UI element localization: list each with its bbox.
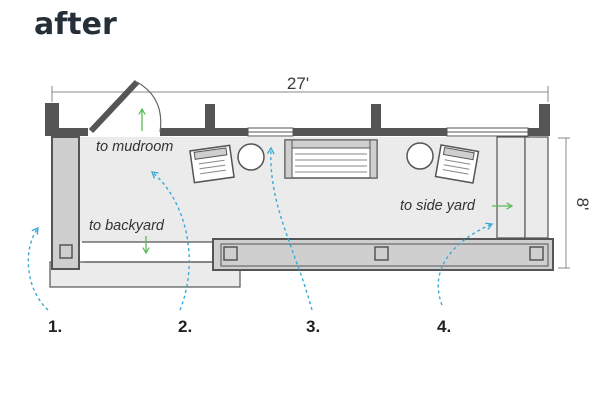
right-armchair <box>434 144 480 184</box>
callout-arrow-2 <box>150 171 190 311</box>
window-right <box>446 127 529 137</box>
side-table-left <box>237 143 265 171</box>
window-left <box>247 127 294 137</box>
label-to-side-yard: to side yard <box>400 198 476 214</box>
callout-number-3: 3. <box>306 317 320 336</box>
left-armchair <box>189 144 235 184</box>
bottom-bench-posts <box>223 246 544 261</box>
side-table-right <box>406 142 434 170</box>
bottom-bench-inner <box>220 243 549 267</box>
page-title: after <box>34 7 117 42</box>
left-bench-post <box>59 244 73 259</box>
right-side-wall <box>524 136 549 239</box>
callout-arrow-3 <box>266 146 313 311</box>
callout-number-1: 1. <box>48 317 62 336</box>
right-cabinet <box>496 136 526 239</box>
mudroom-door <box>88 79 162 134</box>
top-wall <box>45 103 550 136</box>
width-dimension-line <box>51 86 549 102</box>
backyard-step <box>49 261 241 288</box>
label-to-backyard: to backyard <box>89 218 165 234</box>
callout-arrow-1 <box>27 226 49 311</box>
sofa <box>284 139 378 179</box>
label-to-mudroom: to mudroom <box>96 139 173 155</box>
callout-arrow-4 <box>437 222 494 306</box>
width-dimension-label: 27' <box>287 74 309 93</box>
depth-dimension-line <box>558 137 570 269</box>
callout-number-2: 2. <box>178 317 192 336</box>
depth-dimension-label: 8' <box>573 198 592 211</box>
callout-number-4: 4. <box>437 317 451 336</box>
